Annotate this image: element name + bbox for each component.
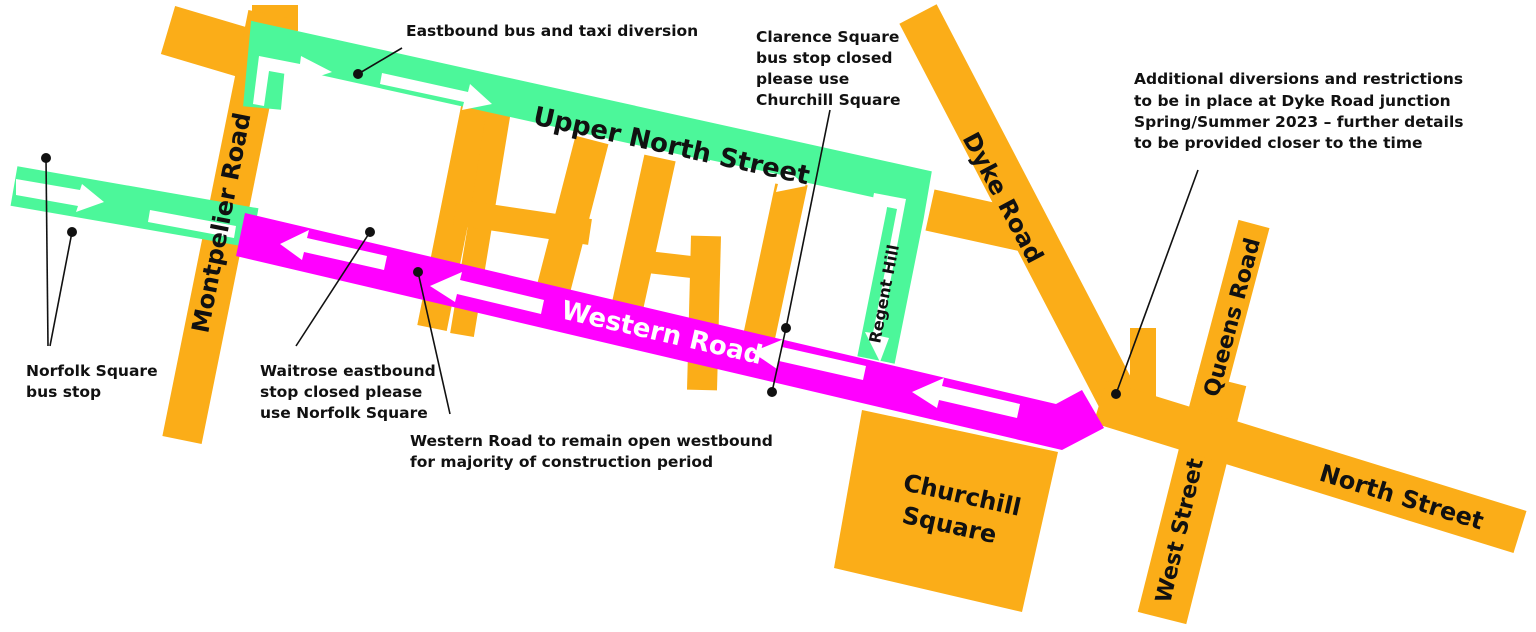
marker-dot xyxy=(413,267,423,277)
pointer-norfolk-1 xyxy=(45,157,49,347)
pointer-western-open xyxy=(417,271,451,415)
marker-dot xyxy=(365,227,375,237)
note-clarence-square: Clarence Square bus stop closed please u… xyxy=(756,28,901,109)
note-line: Churchill Square xyxy=(756,91,901,109)
marker-dot xyxy=(67,227,77,237)
note-norfolk-square: Norfolk Square bus stop xyxy=(26,362,158,401)
marker-dot xyxy=(41,153,51,163)
note-dyke-road-junction: Additional diversions and restrictions t… xyxy=(1134,70,1464,152)
callout-dots xyxy=(41,69,1121,399)
arrow-east-1 xyxy=(16,179,104,212)
note-eastbound-diversion: Eastbound bus and taxi diversion xyxy=(406,22,698,40)
arrow-corner-north xyxy=(253,56,332,106)
arrow-west-3 xyxy=(752,339,866,380)
note-line: Western Road to remain open westbound xyxy=(410,432,773,450)
note-line: bus stop xyxy=(26,383,101,401)
pointer-clarence xyxy=(785,109,831,329)
road-lane-3 xyxy=(531,135,609,315)
churchill-square-block xyxy=(834,410,1058,612)
road-lane-4 xyxy=(608,154,676,326)
road-north-street xyxy=(1093,380,1527,554)
note-line: Norfolk Square xyxy=(26,362,158,380)
arrow-west-1 xyxy=(280,230,387,270)
note-line: for majority of construction period xyxy=(410,453,713,471)
note-line: please use xyxy=(756,70,849,88)
road-top-left-stub xyxy=(160,6,260,79)
road-dyke xyxy=(899,4,1137,408)
western-road-band xyxy=(236,213,1104,450)
arrow-east-1b xyxy=(148,210,236,238)
note-line: bus stop closed xyxy=(756,49,893,67)
pointer-clarence-2 xyxy=(771,327,787,393)
pointer-waitrose xyxy=(295,231,371,347)
road-cross-2 xyxy=(628,249,702,279)
note-line: to be in place at Dyke Road junction xyxy=(1134,92,1451,110)
note-line: Spring/Summer 2023 – further details xyxy=(1134,113,1464,131)
marker-dot xyxy=(353,69,363,79)
arrow-east-3 xyxy=(708,160,806,192)
callout-lines xyxy=(45,47,1199,415)
arrow-down-regent xyxy=(865,193,906,362)
note-western-road-open: Western Road to remain open westbound fo… xyxy=(410,432,773,471)
note-line: Clarence Square xyxy=(756,28,899,46)
note-line: use Norfolk Square xyxy=(260,404,428,422)
road-lane-5 xyxy=(687,235,721,391)
arrow-west-4 xyxy=(912,378,1020,418)
marker-dot xyxy=(781,323,791,333)
note-waitrose: Waitrose eastbound stop closed please us… xyxy=(260,362,436,422)
arrow-east-2 xyxy=(380,73,492,110)
note-line: Waitrose eastbound xyxy=(260,362,436,380)
pointer-norfolk-2 xyxy=(49,231,73,347)
note-line: to be provided closer to the time xyxy=(1134,134,1422,152)
arrow-west-2 xyxy=(430,272,544,314)
direction-arrows xyxy=(16,56,1020,418)
marker-dot xyxy=(1111,389,1121,399)
pointer-dyke-junction xyxy=(1115,169,1199,395)
marker-dot xyxy=(767,387,777,397)
pointer-eastbound xyxy=(357,47,403,75)
note-line: stop closed please xyxy=(260,383,422,401)
note-line: Additional diversions and restrictions xyxy=(1134,70,1463,88)
